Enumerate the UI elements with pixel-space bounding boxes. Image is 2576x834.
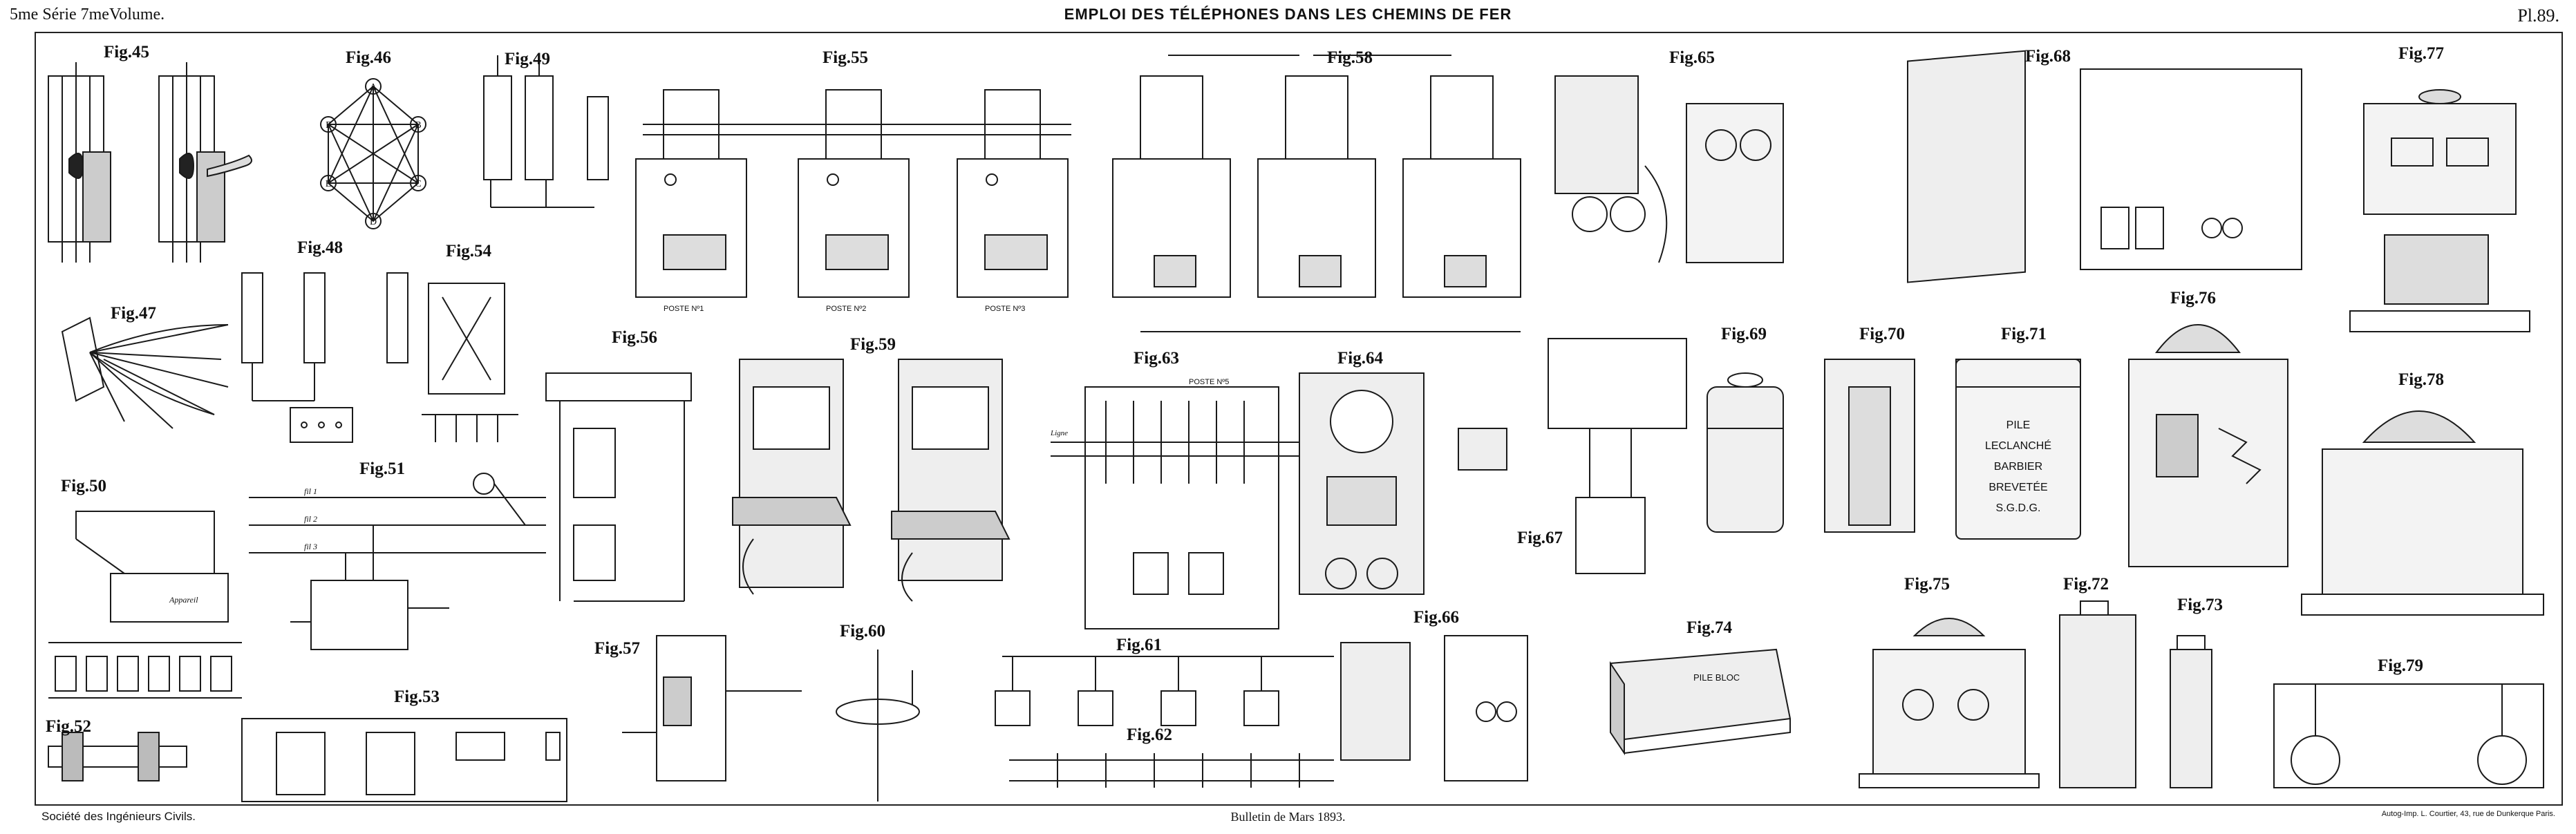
fig50-label: Fig.50 [61, 477, 106, 495]
fig55-label: Fig.55 [822, 48, 868, 67]
fig59-drawing [732, 359, 1010, 602]
fig75-label: Fig.75 [1904, 575, 1950, 594]
fig53-drawing [241, 718, 567, 802]
poste-1-label: POSTE Nº1 [664, 305, 704, 313]
fig55-drawing [635, 89, 1071, 298]
fil1-label: fil 1 [304, 486, 317, 496]
fig52-label: Fig.52 [46, 717, 91, 736]
fig56-drawing [545, 372, 692, 602]
fig72-drawing [2059, 600, 2136, 788]
leclanche-label: LECLANCHÉ [1985, 439, 2051, 452]
plate-frame [35, 32, 2563, 806]
fig63-label: Fig.63 [1134, 349, 1179, 368]
fig51-label: Fig.51 [359, 459, 405, 478]
fig68-drawing [1907, 50, 2302, 283]
fig72-label: Fig.72 [2063, 575, 2109, 594]
fig78-label: Fig.78 [2398, 370, 2444, 389]
fig70-drawing [1824, 359, 1915, 533]
fig48-label: Fig.48 [297, 238, 343, 257]
poste-5-label: POSTE Nº5 [1189, 378, 1229, 386]
fig62-drawing [1009, 753, 1334, 788]
fig76-label: Fig.76 [2170, 289, 2216, 307]
fig56-label: Fig.56 [612, 328, 657, 347]
fig71-drawing [1955, 359, 2081, 540]
fig75-drawing [1859, 618, 2040, 788]
fig68-label: Fig.68 [2025, 47, 2071, 66]
society-credit: Société des Ingénieurs Civils. [41, 810, 196, 823]
fig53-label: Fig.53 [394, 688, 440, 706]
node-a: A [370, 82, 377, 93]
fig77-drawing [2349, 89, 2530, 332]
fig47-drawing [61, 316, 229, 429]
fig65-label: Fig.65 [1669, 48, 1715, 67]
fig64-label: Fig.64 [1337, 349, 1383, 368]
fig48-drawing [241, 272, 408, 443]
fil2-label: fil 2 [304, 514, 317, 524]
poste-3-label: POSTE Nº3 [985, 305, 1025, 313]
plate-number: Pl.89. [2517, 6, 2559, 26]
fig45-label: Fig.45 [104, 43, 149, 61]
fig79-drawing [2273, 683, 2544, 788]
node-c: C [415, 179, 421, 189]
fig49-drawing [483, 55, 609, 208]
pile-label: PILE [2006, 419, 2031, 431]
fig60-drawing [836, 650, 920, 802]
node-e: E [326, 179, 332, 189]
fig57-drawing [622, 635, 802, 781]
fig66-label: Fig.66 [1413, 608, 1459, 627]
fig74-drawing [1609, 648, 1792, 756]
fig54-label: Fig.54 [446, 242, 491, 260]
fig73-label: Fig.73 [2177, 596, 2223, 614]
fig67-label: Fig.67 [1517, 529, 1563, 547]
fig50-drawing [48, 511, 242, 699]
fig57-label: Fig.57 [594, 639, 640, 658]
fig76-drawing [2128, 324, 2288, 567]
fig73-drawing [2170, 635, 2212, 788]
fig67-drawing [1548, 338, 1687, 574]
fig78-drawing [2301, 410, 2544, 616]
brevetee-label: BREVETÉE [1989, 480, 2047, 493]
fig49-label: Fig.49 [505, 50, 550, 68]
fig61-label: Fig.61 [1116, 636, 1162, 654]
node-b: B [415, 120, 421, 131]
fig62-label: Fig.62 [1127, 726, 1172, 744]
fig47-label: Fig.47 [111, 304, 156, 323]
fig45-drawing [48, 62, 252, 263]
fig71-label: Fig.71 [2001, 325, 2047, 343]
fig65-drawing [1554, 75, 1784, 263]
fig58-label: Fig.58 [1327, 48, 1373, 67]
fig46-label: Fig.46 [346, 48, 391, 67]
appareil-label: Appareil [169, 595, 198, 605]
fig77-label: Fig.77 [2398, 44, 2444, 63]
fig46-drawing [320, 78, 426, 229]
ligne-label: Ligne [1050, 429, 1068, 437]
node-d: D [370, 217, 377, 227]
fig70-label: Fig.70 [1859, 325, 1905, 343]
node-f: F [326, 120, 331, 131]
fig74-label: Fig.74 [1686, 618, 1732, 637]
printer-credit: Autog-Imp. L. Courtier, 43, rue de Dunke… [2381, 810, 2555, 818]
fig59-label: Fig.59 [850, 335, 896, 354]
poste-2-label: POSTE Nº2 [826, 305, 866, 313]
fig54-drawing [422, 283, 518, 442]
plate-title: EMPLOI DES TÉLÉPHONES DANS LES CHEMINS D… [1064, 6, 1512, 23]
fig79-label: Fig.79 [2378, 656, 2423, 675]
fig61-drawing [995, 656, 1334, 726]
pile-bloc-label: PILE BLOC [1693, 672, 1740, 683]
fil3-label: fil 3 [304, 542, 317, 551]
fig58-drawing [1112, 55, 1521, 332]
fig63-drawing [1051, 386, 1299, 629]
series-volume: 5me Série 7meVolume. [10, 6, 165, 23]
fig69-drawing [1707, 372, 1784, 533]
fig66-drawing [1340, 635, 1528, 781]
fig69-label: Fig.69 [1721, 325, 1767, 343]
fig52-drawing [48, 732, 187, 781]
barbier-label: BARBIER [1994, 461, 2042, 473]
sgdg-label: S.G.D.G. [1996, 502, 2041, 514]
fig60-label: Fig.60 [840, 622, 885, 641]
fig64-drawing [1299, 372, 1507, 595]
bulletin-date: Bulletin de Mars 1893. [1230, 810, 1346, 824]
fig51-drawing [249, 473, 546, 650]
